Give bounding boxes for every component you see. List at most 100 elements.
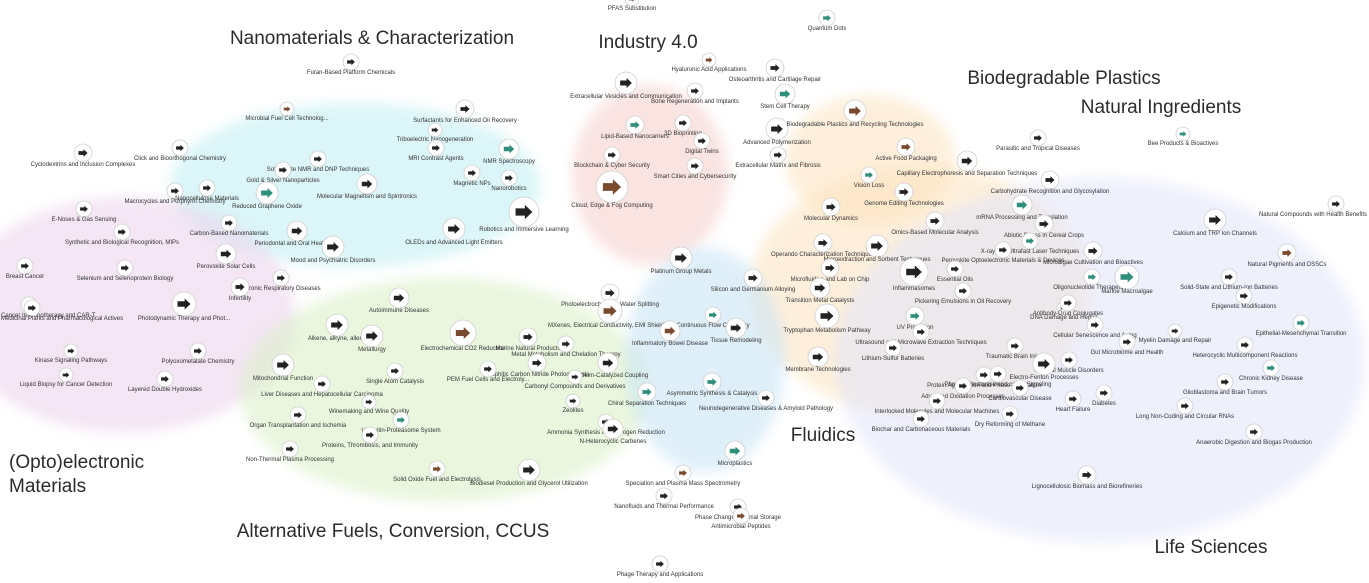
topic-x-ray-and-ultrafast-laser-techniques[interactable]: X-ray and Ultrafast Laser Techniques [981,232,1080,255]
topic-lignocellulosic-biomass-and-biorefineries[interactable]: Lignocellulosic Biomass and Biorefinerie… [1032,465,1142,490]
topic-active-food-packaging[interactable]: Active Food Packaging [875,137,937,162]
topic-capillary-electrophoresis-and-separation-techniques[interactable]: Capillary Electrophoresis and Separation… [897,150,1038,177]
topic-inflammatory-bowel-disease[interactable]: Inflammatory Bowel Disease [632,320,709,347]
topic-chronic-respiratory-diseases[interactable]: Chronic Respiratory Diseases [241,269,321,292]
topic-graphitic-carbon-nitride-photocatalysis[interactable]: Graphitic Carbon Nitride Photocatalysis [485,353,590,378]
topic-cloud-edge-fog-computing[interactable]: Cloud, Edge & Fog Computing [571,170,653,209]
topic-bone-regeneration-and-implants[interactable]: Bone Regeneration and Implants [651,82,739,105]
topic-click-and-bioorthogonal-chemistry[interactable]: Click and Bioorthogonal Chemistry [134,139,226,162]
topic-mxenes-electrical-conductivity-emi-shielding[interactable]: MXenes, Electrical Conductivity, EMI Shi… [548,298,672,329]
topic-metallurgy[interactable]: Metallurgy [358,324,386,353]
topic-oleds-and-advanced-light-emitters[interactable]: OLEDs and Advanced Light Emitters [405,217,503,246]
topic-mrna-processing-and-translation[interactable]: mRNA Processing and Translation [976,194,1068,221]
topic-infertility[interactable]: Infertility [229,277,251,302]
topic-pfas-substitution[interactable]: PFAS Substitution [608,0,656,12]
topic-microplastics[interactable]: Microplastics [718,440,753,467]
topic-liquid-biopsy-for-cancer-detection[interactable]: Liquid Biopsy for Cancer Detection [20,367,112,388]
topic-omics-based-molecular-analysis[interactable]: Omics-Based Molecular Analysis [891,211,979,236]
topic-biodegradable-plastics-and-recycling-technologies[interactable]: Biodegradable Plastics and Recycling Tec… [787,99,924,128]
topic-natural-compounds-with-health-benefits[interactable]: Natural Compounds with Health Benefits [1259,195,1367,218]
topic-cellular-senescence-and-aging[interactable]: Cellular Senescence and Aging [1053,316,1137,339]
topic-marine-natural-products[interactable]: Marine Natural Products [496,327,561,352]
topic-epithelial-mesenchymal-transition[interactable]: Epithelial-Mesenchymal Transition [1255,314,1347,337]
topic-antimicrobial-peptides[interactable]: Antimicrobial Peptides [711,507,771,530]
topic-asymmetric-synthesis-catalysis[interactable]: Asymmetric Synthesis & Catalysis [667,372,758,397]
topic-advanced-polymerization[interactable]: Advanced Polymerization [743,117,811,146]
topic-non-thermal-plasma-processing[interactable]: Non-Thermal Plasma Processing [246,440,334,463]
topic-long-non-coding-and-circular-rnas[interactable]: Long Non-Coding and Circular RNAs [1136,397,1234,420]
topic-perovskite-solar-cells[interactable]: Perovskite Solar Cells [197,243,256,270]
topic-marker[interactable] [624,0,640,7]
topic-diabetes[interactable]: Diabetes [1092,384,1116,407]
topic-quantum-dots[interactable]: Quantum Dots [808,9,847,32]
topic-osteoarthritis-and-cartilage-repair[interactable]: Osteoarthritis and Cartilage Repair [729,58,821,83]
topic-nmr-spectroscopy[interactable]: NMR Spectroscopy [483,138,535,165]
topic-pem-fuel-cells-and-electroly[interactable]: PEM Fuel Cells and Electroly... [447,360,530,383]
topic-gold-silver-nanoparticles[interactable]: Gold & Silver Nanoparticles [246,161,320,184]
topic-advanced-oxidation-processes[interactable]: Advanced Oxidation Processes [921,377,1005,400]
topic-dry-reforming-of-methane[interactable]: Dry Reforming of Methane [975,405,1046,428]
topic-glioblastoma-and-brain-tumors[interactable]: Glioblastoma and Brain Tumors [1183,373,1267,396]
topic-continuous-flow-chemistry[interactable]: Continuous Flow Chemistry [676,306,750,329]
topic-biochar-and-carbonaceous-materials[interactable]: Biochar and Carbonaceous Materials [872,410,971,433]
topic-microextraction-and-sorbent-techniques[interactable]: Microextraction and Sorbent Techniques [824,234,931,263]
topic-epigenetic-modifications[interactable]: Epigenetic Modifications [1212,287,1277,310]
topic-cannabinoids[interactable]: Cannabinoids [0,0,38,2]
topic-nanocellulose-materials[interactable]: Nanocellulose Materials [175,179,239,202]
topic-kinase-signaling-pathways[interactable]: Kinase Signaling Pathways [35,343,107,364]
topic-antibody-drug-conjugates[interactable]: Antibody-Drug Conjugates [1033,294,1103,317]
topic-microbial-fuel-cell-technolog[interactable]: Microbial Fuel Cell Technolog... [245,101,329,122]
topic-calcium-and-trp-ion-channels[interactable]: Calcium and TRP Ion Channels [1173,208,1257,237]
topic-operando-characterization-techniques[interactable]: Operando Characterization Techniques [771,233,875,258]
topic-tryptophan-metabolism-pathway[interactable]: Tryptophan Metabolism Pathway [783,303,871,334]
topic-chiral-separation-techniques[interactable]: Chiral Separation Techniques [608,382,686,407]
topic-mri-contrast-agents[interactable]: MRI Contrast Agents [408,139,464,162]
topic-anaerobic-digestion-and-biogas-production[interactable]: Anaerobic Digestion and Biogas Productio… [1196,423,1312,446]
topic-periodontal-and-oral-health-d[interactable]: Periodontal and Oral Health D... [254,220,340,247]
topic-layered-double-hydroxides[interactable]: Layered Double Hydroxides [128,370,202,393]
topic-mood-and-psychiatric-disorders[interactable]: Mood and Psychiatric Disorders [291,235,376,264]
topic-alkene-alkyne-allene[interactable]: Alkene, alkyne, allene [308,313,367,342]
topic-digital-twins[interactable]: Digital Twins [685,132,719,155]
topic-phage-therapy-and-applications[interactable]: Phage Therapy and Applications [617,555,703,578]
topic-polyoxometalate-chemistry[interactable]: Polyoxometalate Chemistry [161,342,235,365]
topic-solid-oxide-fuel-and-electrolysis[interactable]: Solid Oxide Fuel and Electrolysis [393,460,481,483]
topic-tissue-remodeling[interactable]: Tissue Remodeling [710,317,762,344]
topic-n-heterocyclic-carbenes[interactable]: N-Heterocyclic Carbenes [580,418,647,445]
topic-vision-loss[interactable]: Vision Loss [854,166,885,189]
topic-robotics-and-immersive-learning[interactable]: Robotics and Immersive Learning [479,196,569,233]
topic-microfluidics-and-lab-on-chip[interactable]: Microfluidics and Lab on Chip [791,258,870,283]
topic-parasitic-and-tropical-diseases[interactable]: Parasitic and Tropical Diseases [996,129,1080,152]
topic-3d-bioprinting[interactable]: 3D Bioprinting [664,114,702,137]
topic-electrochemical-co2-reduction[interactable]: Electrochemical CO2 Reduction [420,319,506,352]
topic-nanofluids-and-thermal-performance[interactable]: Nanofluids and Thermal Performance [614,487,714,510]
topic-liver-diseases-and-hepatocellular-carcinoma[interactable]: Liver Diseases and Hepatocellular Carcin… [261,375,384,398]
topic-cyclodextrins-and-inclusion-complexes[interactable]: Cyclodextrins and Inclusion Complexes [31,143,136,168]
topic-organ-transplantation-and-ischemia[interactable]: Organ Transplantation and Ischemia [250,406,347,429]
topic-single-atom-catalysis[interactable]: Single Atom Catalysis [366,362,424,385]
topic-heart-failure[interactable]: Heart Failure [1056,390,1091,413]
topic-ubiquitin-proteasome-system[interactable]: Ubiquitin-Proteasome System [361,411,441,434]
topic-lithium-sulfur-batteries[interactable]: Lithium-Sulfur Batteries [862,339,924,362]
topic-solid-state-and-lithium-ion-batteries[interactable]: Solid-State and Lithium-Ion Batteries [1180,268,1278,291]
topic-furan-based-platform-chemicals[interactable]: Furan-Based Platform Chemicals [307,53,395,76]
topic-photodynamic-therapy-and-phot[interactable]: Photodynamic Therapy and Phot... [138,291,231,322]
topic-carbonyl-compounds-and-derivatives[interactable]: Carbonyl Compounds and Derivatives [524,369,626,390]
topic-cardiovascular-disease[interactable]: Cardiovascular Disease [988,379,1052,402]
topic-zeolites[interactable]: Zeolites [562,393,584,414]
topic-autoimmune-diseases[interactable]: Autoimmune Diseases [369,287,429,314]
topic-chronic-kidney-disease[interactable]: Chronic Kidney Disease [1239,359,1304,382]
topic-heterocyclic-multicomponent-reactions[interactable]: Heterocyclic Multicomponent Reactions [1192,336,1298,359]
topic-nanorobotics[interactable]: Nanorobotics [491,169,527,192]
topic-pickering-emulsions-in-oil-recovery[interactable]: Pickering Emulsions in Oil Recovery [915,282,1011,305]
topic-perovskite-optoelectronic-materials-devices[interactable]: Perovskite Optoelectronic Materials & De… [941,241,1065,264]
topic-extracellular-matrix-and-fibrosis[interactable]: Extracellular Matrix and Fibrosis [735,146,821,169]
topic-phosphodiesterase-and-camp-signaling[interactable]: Phosphodiesterase and cAMP Signaling [945,365,1052,388]
topic-e-noses-gas-sensing[interactable]: E-Noses & Gas Sensing [52,200,117,223]
topic-inflammasomes[interactable]: Inflammasomes [893,257,935,292]
topic-natural-pigments-and-dsscs[interactable]: Natural Pigments and DSSCs [1247,243,1327,268]
topic-carbon-based-nanomaterials[interactable]: Carbon-Based Nanomaterials [189,214,269,237]
topic-blockchain-cyber-security[interactable]: Blockchain & Cyber Security [574,146,650,169]
topic-stem-cell-therapy[interactable]: Stem Cell Therapy [760,83,810,110]
topic-essential-oils[interactable]: Essential Oils [937,260,973,283]
